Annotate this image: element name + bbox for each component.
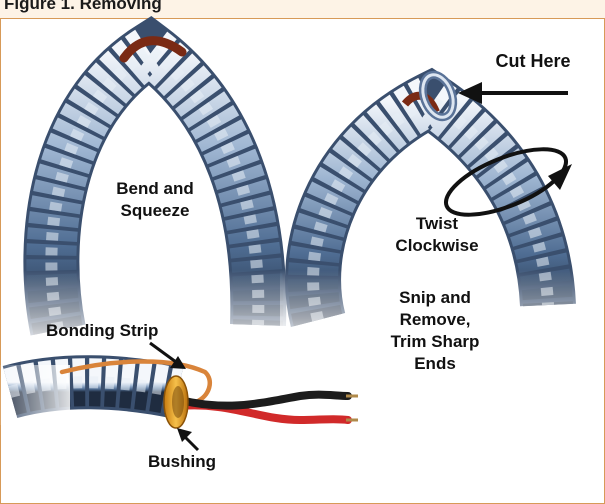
label-bend-and-squeeze: Bend and Squeeze [100, 178, 210, 222]
cable-with-bushing [0, 361, 358, 428]
label-cut-here: Cut Here [478, 50, 588, 72]
label-bushing: Bushing [148, 451, 248, 473]
bushing-pointer-icon [177, 428, 198, 450]
label-snip-and-remove: Snip and Remove, Trim Sharp Ends [360, 287, 510, 375]
label-twist-clockwise: Twist Clockwise [382, 213, 492, 257]
label-bonding-strip: Bonding Strip [46, 320, 206, 342]
